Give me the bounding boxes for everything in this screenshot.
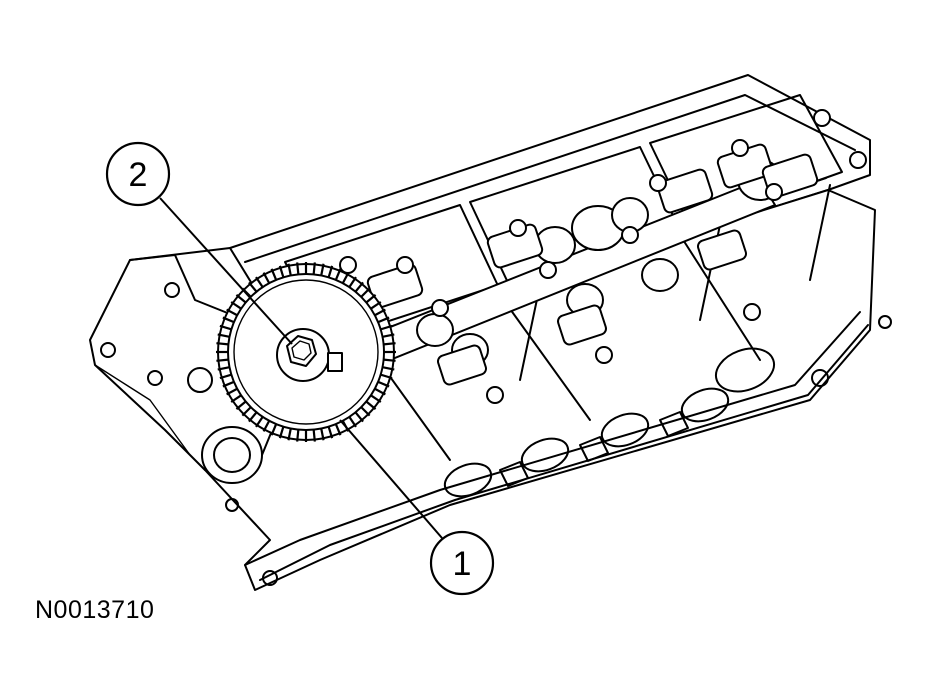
gear-tooth — [383, 342, 396, 346]
cylinder-head — [89, 74, 892, 591]
gear-tooth — [380, 373, 393, 380]
gear-tooth — [334, 268, 342, 281]
side-ports — [443, 347, 776, 498]
gear-tooth — [278, 426, 285, 439]
gear-tooth — [278, 265, 285, 278]
gear-tooth — [270, 423, 278, 436]
gear-tooth — [235, 400, 247, 410]
gear-tooth — [226, 387, 238, 396]
gear-tooth — [296, 429, 300, 442]
callout-1-number: 1 — [453, 545, 472, 583]
gear-tooth — [348, 416, 357, 428]
gear-tooth — [382, 333, 395, 338]
gear-tooth — [270, 268, 278, 281]
gear-tooth — [374, 308, 386, 317]
gear-tooth — [296, 262, 300, 275]
gear-tooth — [312, 262, 316, 275]
gear-tooth — [360, 406, 371, 417]
gear-tooth — [248, 281, 258, 293]
gear-tooth — [222, 316, 235, 324]
gear-tooth — [370, 394, 382, 403]
gear-tooth — [255, 416, 264, 428]
gear-tooth — [380, 324, 393, 331]
gear-tooth — [235, 294, 247, 304]
figure-id-label: N0013710 — [35, 596, 155, 624]
gear-tooth — [334, 423, 342, 436]
gear-tooth — [255, 276, 264, 288]
gear-tooth — [216, 358, 229, 362]
gear-tooth — [365, 294, 377, 304]
gear-tooth — [348, 276, 357, 288]
callout-2: 2 — [105, 141, 293, 345]
callout-2-number: 2 — [129, 156, 148, 194]
gear-tooth — [241, 406, 252, 417]
gear-tooth — [217, 366, 230, 371]
gear-tooth — [230, 394, 242, 403]
gear-tooth — [287, 428, 292, 441]
gear-tooth — [219, 324, 232, 331]
gear-tooth — [287, 263, 292, 276]
gear-tooth — [383, 358, 396, 362]
timing-slot — [327, 352, 343, 372]
gear-bolt — [286, 335, 317, 367]
rocker-arms — [366, 143, 819, 386]
gear-tooth — [248, 411, 258, 423]
gear-tooth — [262, 420, 271, 432]
callout-1: 1 — [339, 419, 495, 596]
gear-tooth — [262, 272, 271, 284]
gear-tooth — [230, 301, 242, 310]
gear-tooth — [370, 301, 382, 310]
gear-tooth — [365, 400, 377, 410]
gear-tooth — [354, 411, 364, 423]
gear-tooth — [377, 316, 390, 324]
gear-tooth — [377, 380, 390, 388]
gear-tooth — [354, 281, 364, 293]
gear-tooth — [360, 287, 371, 298]
gear-tooth — [320, 428, 325, 441]
gear-tooth — [219, 373, 232, 380]
gear-tooth — [217, 333, 230, 338]
gear-tooth — [327, 265, 334, 278]
gear-tooth — [341, 272, 350, 284]
gear-tooth — [216, 342, 229, 346]
gear-tooth — [374, 387, 386, 396]
gear-tooth — [226, 308, 238, 317]
head-bolts — [339, 109, 867, 404]
gear-tooth — [222, 380, 235, 388]
gear-tooth — [312, 429, 316, 442]
gear-tooth — [327, 426, 334, 439]
camshaft-gear — [216, 262, 396, 442]
gear-tooth — [320, 263, 325, 276]
gear-tooth — [382, 366, 395, 371]
